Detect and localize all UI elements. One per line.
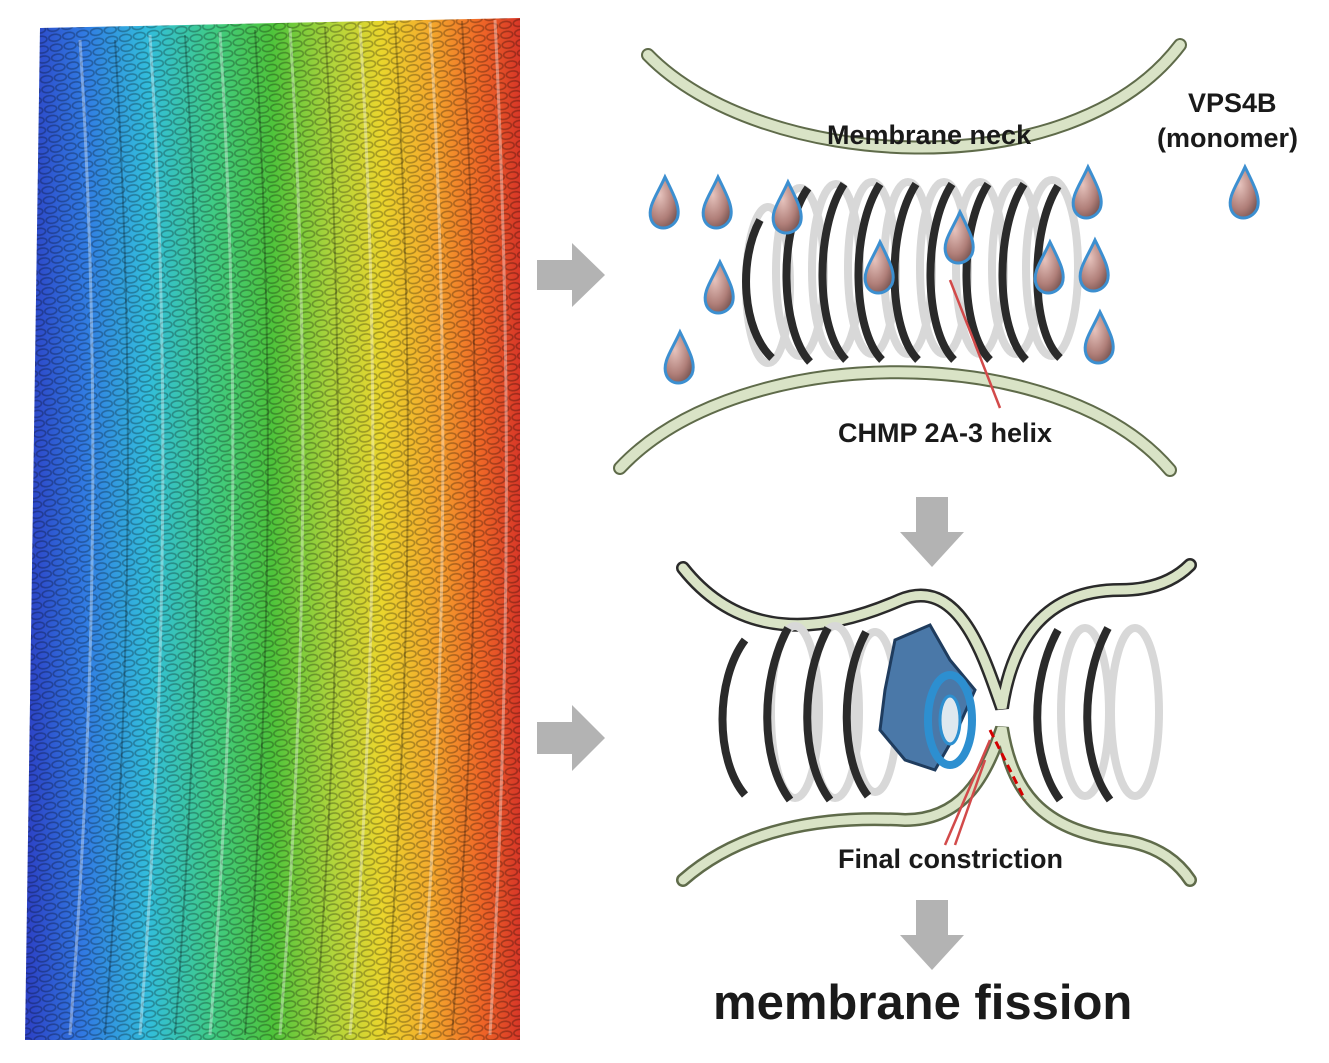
- final-constriction-panel: [676, 558, 1197, 887]
- arrow-down-bottom-icon: [900, 900, 964, 970]
- arrow-right-bottom-icon: [537, 705, 605, 771]
- vps4b-label: VPS4B: [1188, 88, 1277, 118]
- final-pointer-b: [953, 759, 987, 846]
- chmp-helix-label: CHMP 2A-3 helix: [838, 418, 1053, 448]
- membrane-fission-label: membrane fission: [713, 976, 1133, 1030]
- arrow-down-middle-icon: [900, 497, 964, 567]
- monomer-label: (monomer): [1157, 123, 1298, 153]
- helical-filament-image: [25, 18, 520, 1040]
- final-pointer-dashed: [988, 729, 1027, 801]
- membrane-neck-panel: [613, 38, 1260, 477]
- final-pointer-a: [943, 739, 992, 846]
- vps4b-droplets: [648, 163, 1260, 385]
- chmp-pointer-line: [948, 279, 1002, 409]
- arrow-right-top-icon: [537, 243, 605, 307]
- membrane-neck-label: Membrane neck: [827, 120, 1032, 150]
- constricted-helix-coils: [718, 622, 1163, 803]
- vps4b-hexamer: [878, 623, 977, 772]
- final-constriction-label: Final constriction: [838, 844, 1064, 874]
